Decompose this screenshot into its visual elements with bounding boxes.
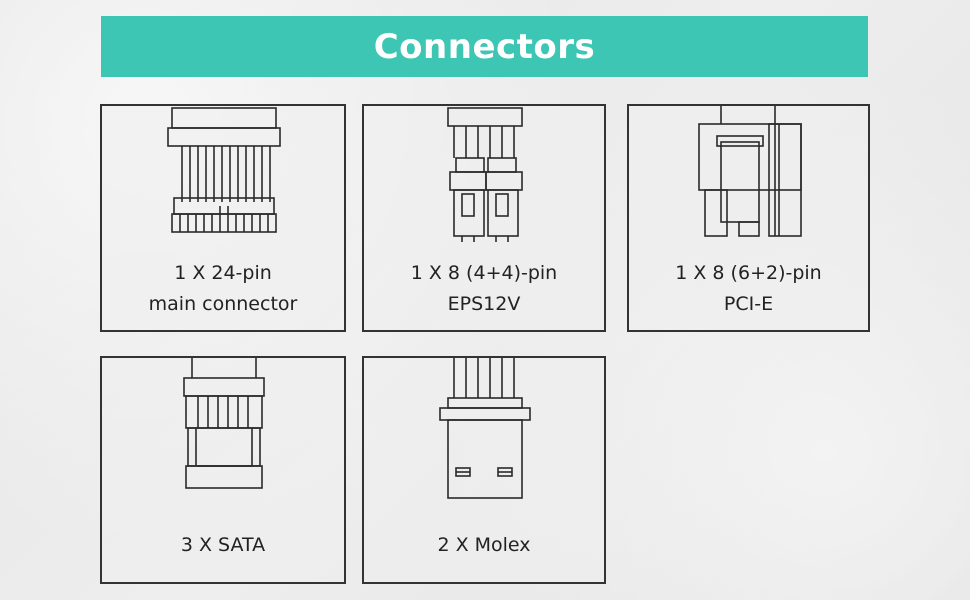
connector-type-label: PCI-E: [723, 293, 774, 315]
connector-card-sata: 3 X SATA: [100, 356, 346, 584]
connector-label: 1 X 24-pin main connector: [102, 258, 344, 320]
pcie-8-pin-connector-icon: [698, 106, 802, 237]
connector-count-label: 1 X 8 (6+2)-pin: [675, 262, 822, 284]
connector-card-molex: 2 X Molex: [362, 356, 606, 584]
banner-title: Connectors: [373, 26, 596, 67]
connector-count-label: 2 X Molex: [437, 534, 531, 556]
connectors-banner: Connectors: [101, 16, 868, 77]
connector-type-label: main connector: [148, 293, 298, 315]
connector-label: 2 X Molex: [364, 530, 604, 561]
connector-type-label: EPS12V: [447, 293, 521, 315]
connector-label: 1 X 8 (6+2)-pin PCI-E: [629, 258, 868, 320]
sata-connector-icon: [183, 358, 265, 489]
connector-count-label: 3 X SATA: [180, 534, 266, 556]
connector-card-eps: 1 X 8 (4+4)-pin EPS12V: [362, 104, 606, 332]
atx-24-pin-connector-icon: [167, 107, 281, 233]
eps-8-pin-connector-icon: [447, 107, 523, 242]
connector-count-label: 1 X 24-pin: [174, 262, 272, 284]
connector-count-label: 1 X 8 (4+4)-pin: [410, 262, 558, 284]
molex-connector-icon: [439, 358, 531, 499]
connector-label: 3 X SATA: [102, 530, 344, 561]
connector-label: 1 X 8 (4+4)-pin EPS12V: [364, 258, 604, 320]
connector-card-24pin: 1 X 24-pin main connector: [100, 104, 346, 332]
connector-card-pcie: 1 X 8 (6+2)-pin PCI-E: [627, 104, 870, 332]
